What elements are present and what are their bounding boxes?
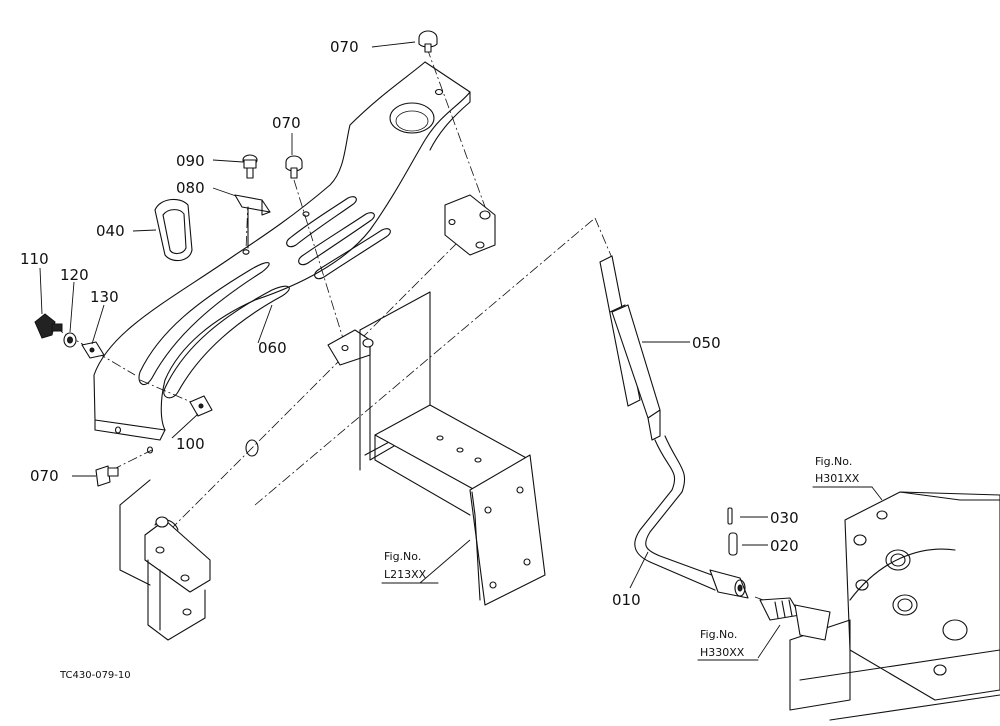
spool-h330 (759, 597, 831, 641)
pins (727, 507, 738, 556)
screw-090 (242, 154, 258, 179)
label-020: 020 (770, 537, 799, 555)
wingbolt-110 (34, 313, 63, 339)
fig-ref-title: Fig.No. (815, 455, 852, 468)
label-100: 100 (176, 435, 205, 453)
bolt-070-left (95, 465, 119, 487)
label-110: 110 (20, 250, 49, 268)
figure-ref-h330: Fig.No. H330XX (697, 628, 759, 661)
figure-ref-l213: Fig.No. L213XX (381, 550, 439, 584)
label-010: 010 (612, 591, 641, 609)
label-040: 040 (96, 222, 125, 240)
label-070-left: 070 (30, 467, 59, 485)
fig-ref-number: H330XX (700, 646, 745, 659)
fig-ref-number: H301XX (815, 472, 860, 485)
nut-100 (189, 395, 213, 417)
washer-120 (63, 332, 77, 348)
clip-080 (234, 194, 271, 249)
leader-lines (39, 41, 883, 659)
label-120: 120 (60, 266, 89, 284)
mounting-bracket (119, 194, 496, 641)
label-070-top: 070 (330, 38, 359, 56)
fig-ref-number: L213XX (384, 568, 427, 581)
label-060: 060 (258, 339, 287, 357)
label-050: 050 (692, 334, 721, 352)
label-030: 030 (770, 509, 799, 527)
lever-assembly (599, 255, 749, 599)
figure-ref-h301: Fig.No. H301XX (812, 455, 873, 488)
fig-ref-title: Fig.No. (384, 550, 421, 563)
bolt-070-top (418, 30, 438, 53)
bracket-nuts (155, 210, 491, 528)
label-130: 130 (90, 288, 119, 306)
label-080: 080 (176, 179, 205, 197)
label-070-mid: 070 (272, 114, 301, 132)
knob-040 (154, 198, 193, 262)
spacer-130 (81, 341, 105, 359)
part-labels: 070 070 090 080 040 110 120 130 060 100 … (20, 38, 799, 609)
bolt-070-mid (285, 155, 303, 179)
valve-body-h301 (789, 491, 1000, 721)
label-090: 090 (176, 152, 205, 170)
frame-l213 (245, 291, 546, 606)
guide-plate (93, 61, 471, 454)
drawing-code: TC430-079-10 (59, 670, 131, 681)
fig-ref-title: Fig.No. (700, 628, 737, 641)
